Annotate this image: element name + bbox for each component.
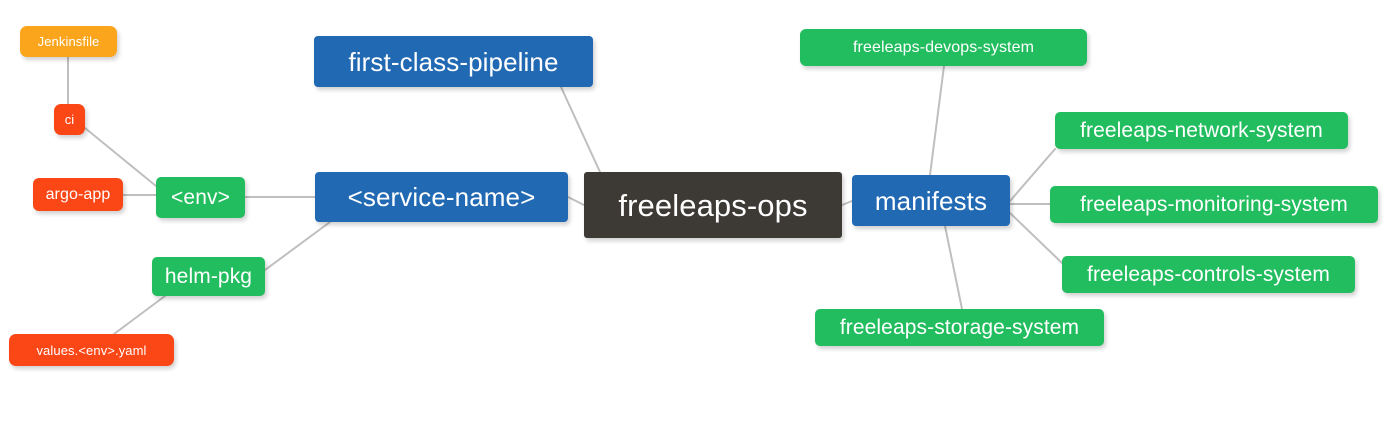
node-helmpkg[interactable]: helm-pkg: [152, 257, 265, 296]
edge-manifests-to-storage: [944, 225, 963, 310]
node-controls[interactable]: freeleaps-controls-system: [1062, 256, 1355, 293]
node-devops[interactable]: freeleaps-devops-system: [800, 29, 1087, 66]
node-ci[interactable]: ci: [54, 104, 85, 135]
edge-manifests-to-network: [1009, 148, 1056, 202]
node-root[interactable]: freeleaps-ops: [584, 172, 842, 238]
edge-service-to-helmpkg: [264, 221, 331, 271]
node-pipeline[interactable]: first-class-pipeline: [314, 36, 593, 87]
node-env[interactable]: <env>: [156, 177, 245, 218]
node-monitoring[interactable]: freeleaps-monitoring-system: [1050, 186, 1378, 223]
edge-manifests-to-devops: [929, 65, 945, 176]
edge-root-to-pipeline: [560, 86, 601, 173]
node-jenkinsfile[interactable]: Jenkinsfile: [20, 26, 117, 57]
node-service[interactable]: <service-name>: [315, 172, 568, 222]
node-network[interactable]: freeleaps-network-system: [1055, 112, 1348, 149]
node-argoapp[interactable]: argo-app: [33, 178, 123, 211]
edge-helmpkg-to-valuesyaml: [113, 295, 166, 335]
node-manifests[interactable]: manifests: [852, 175, 1010, 226]
edge-root-to-manifests: [841, 200, 853, 206]
node-storage[interactable]: freeleaps-storage-system: [815, 309, 1104, 346]
node-valuesyaml[interactable]: values.<env>.yaml: [9, 334, 174, 366]
edge-root-to-service: [567, 196, 585, 206]
